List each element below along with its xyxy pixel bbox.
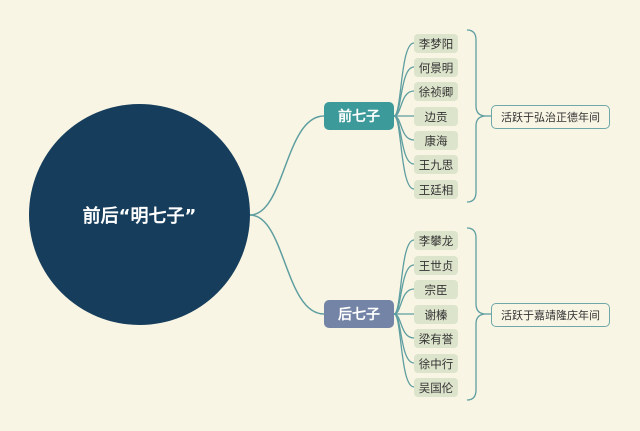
- member-node: 王九思: [414, 155, 458, 174]
- member-node: 梁有誉: [414, 329, 458, 348]
- member-node: 徐祯卿: [414, 82, 458, 101]
- group2-brace: [466, 227, 487, 401]
- member-node: 徐中行: [414, 354, 458, 373]
- root-to-group2-line: [249, 214, 325, 315]
- root-label: 前后“明七子”: [82, 205, 197, 227]
- member-node: 何景明: [414, 58, 458, 77]
- member-node: 谢榛: [414, 305, 458, 324]
- group-node-houqizi: 后七子: [324, 300, 394, 328]
- group-label: 后七子: [338, 307, 380, 323]
- group1-brace: [466, 29, 487, 203]
- group1-member-lines: [393, 42, 415, 190]
- member-node: 李梦阳: [414, 34, 458, 53]
- group2-member-lines: [393, 239, 415, 388]
- summary-note: 活跃于弘治正德年间: [491, 105, 610, 129]
- member-node: 王世贞: [414, 256, 458, 275]
- member-node: 宗臣: [414, 280, 458, 299]
- member-node: 边贡: [414, 107, 458, 126]
- member-node: 李攀龙: [414, 231, 458, 250]
- root-node: 前后“明七子”: [29, 104, 250, 325]
- member-node: 康海: [414, 131, 458, 150]
- summary-note: 活跃于嘉靖隆庆年间: [491, 303, 610, 327]
- member-node: 吴国伦: [414, 378, 458, 397]
- group-label: 前七子: [338, 109, 380, 125]
- member-node: 王廷相: [414, 180, 458, 199]
- root-to-group1-line: [249, 115, 325, 216]
- group-node-qianqizi: 前七子: [324, 102, 394, 130]
